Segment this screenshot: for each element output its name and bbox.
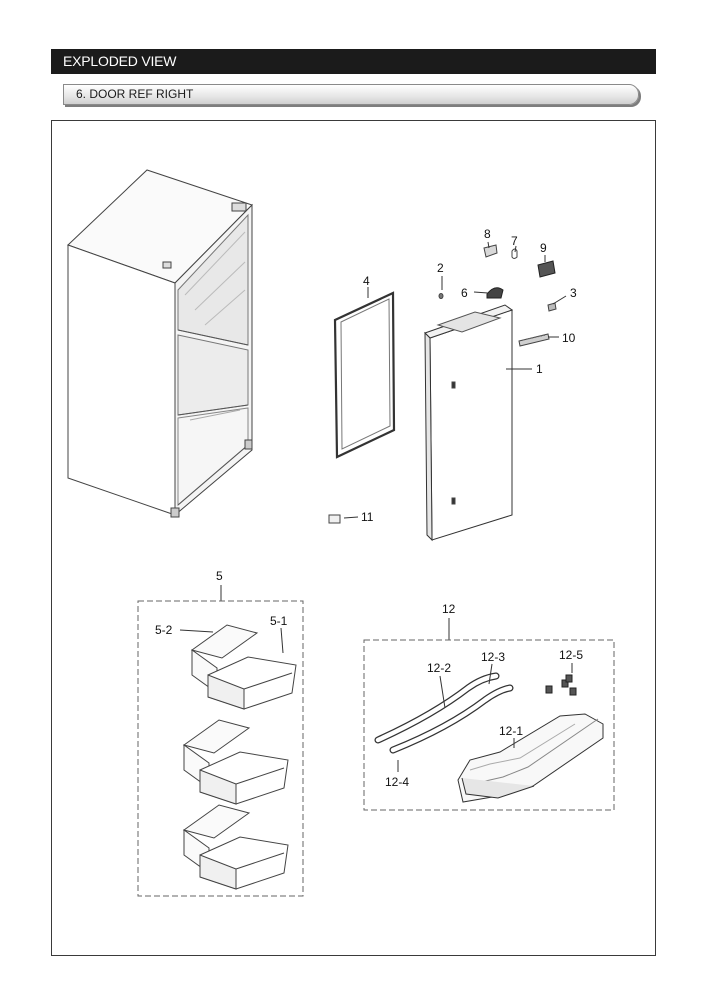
callout-6: 6 [461,286,468,300]
callout-12-1: 12-1 [499,724,523,738]
callout-5: 5 [216,569,223,583]
callout-4: 4 [363,274,370,288]
diagram-frame [51,120,656,956]
callout-12: 12 [442,602,456,616]
refrigerator-door [424,304,514,542]
door-gasket [333,291,396,459]
leader-lines [343,241,567,519]
door-bins-group [137,585,304,897]
callout-10: 10 [562,331,576,345]
callout-11: 11 [361,510,374,524]
callout-7: 7 [511,234,518,248]
callout-1: 1 [536,362,543,376]
callout-12-3: 12-3 [481,650,505,664]
callout-8: 8 [484,227,491,241]
section-title: 6. DOOR REF RIGHT [76,87,194,101]
callout-12-4: 12-4 [385,775,409,789]
callout-5-1: 5-1 [270,614,288,628]
callout-3: 3 [570,286,577,300]
header-title: EXPLODED VIEW [63,53,177,69]
rail-kit-group [363,618,615,811]
refrigerator-cabinet [67,169,253,518]
exploded-view-header: EXPLODED VIEW [51,49,656,74]
hinge-parts [328,244,557,524]
section-tab: 6. DOOR REF RIGHT [63,84,639,105]
callout-9: 9 [540,241,547,255]
callout-labels: 4 2 6 8 7 9 3 10 1 11 5 5-2 5-1 12 12-2 … [155,227,583,789]
callout-2: 2 [437,261,444,275]
callout-12-2: 12-2 [427,661,451,675]
callout-12-5: 12-5 [559,648,583,662]
callout-5-2: 5-2 [155,623,173,637]
